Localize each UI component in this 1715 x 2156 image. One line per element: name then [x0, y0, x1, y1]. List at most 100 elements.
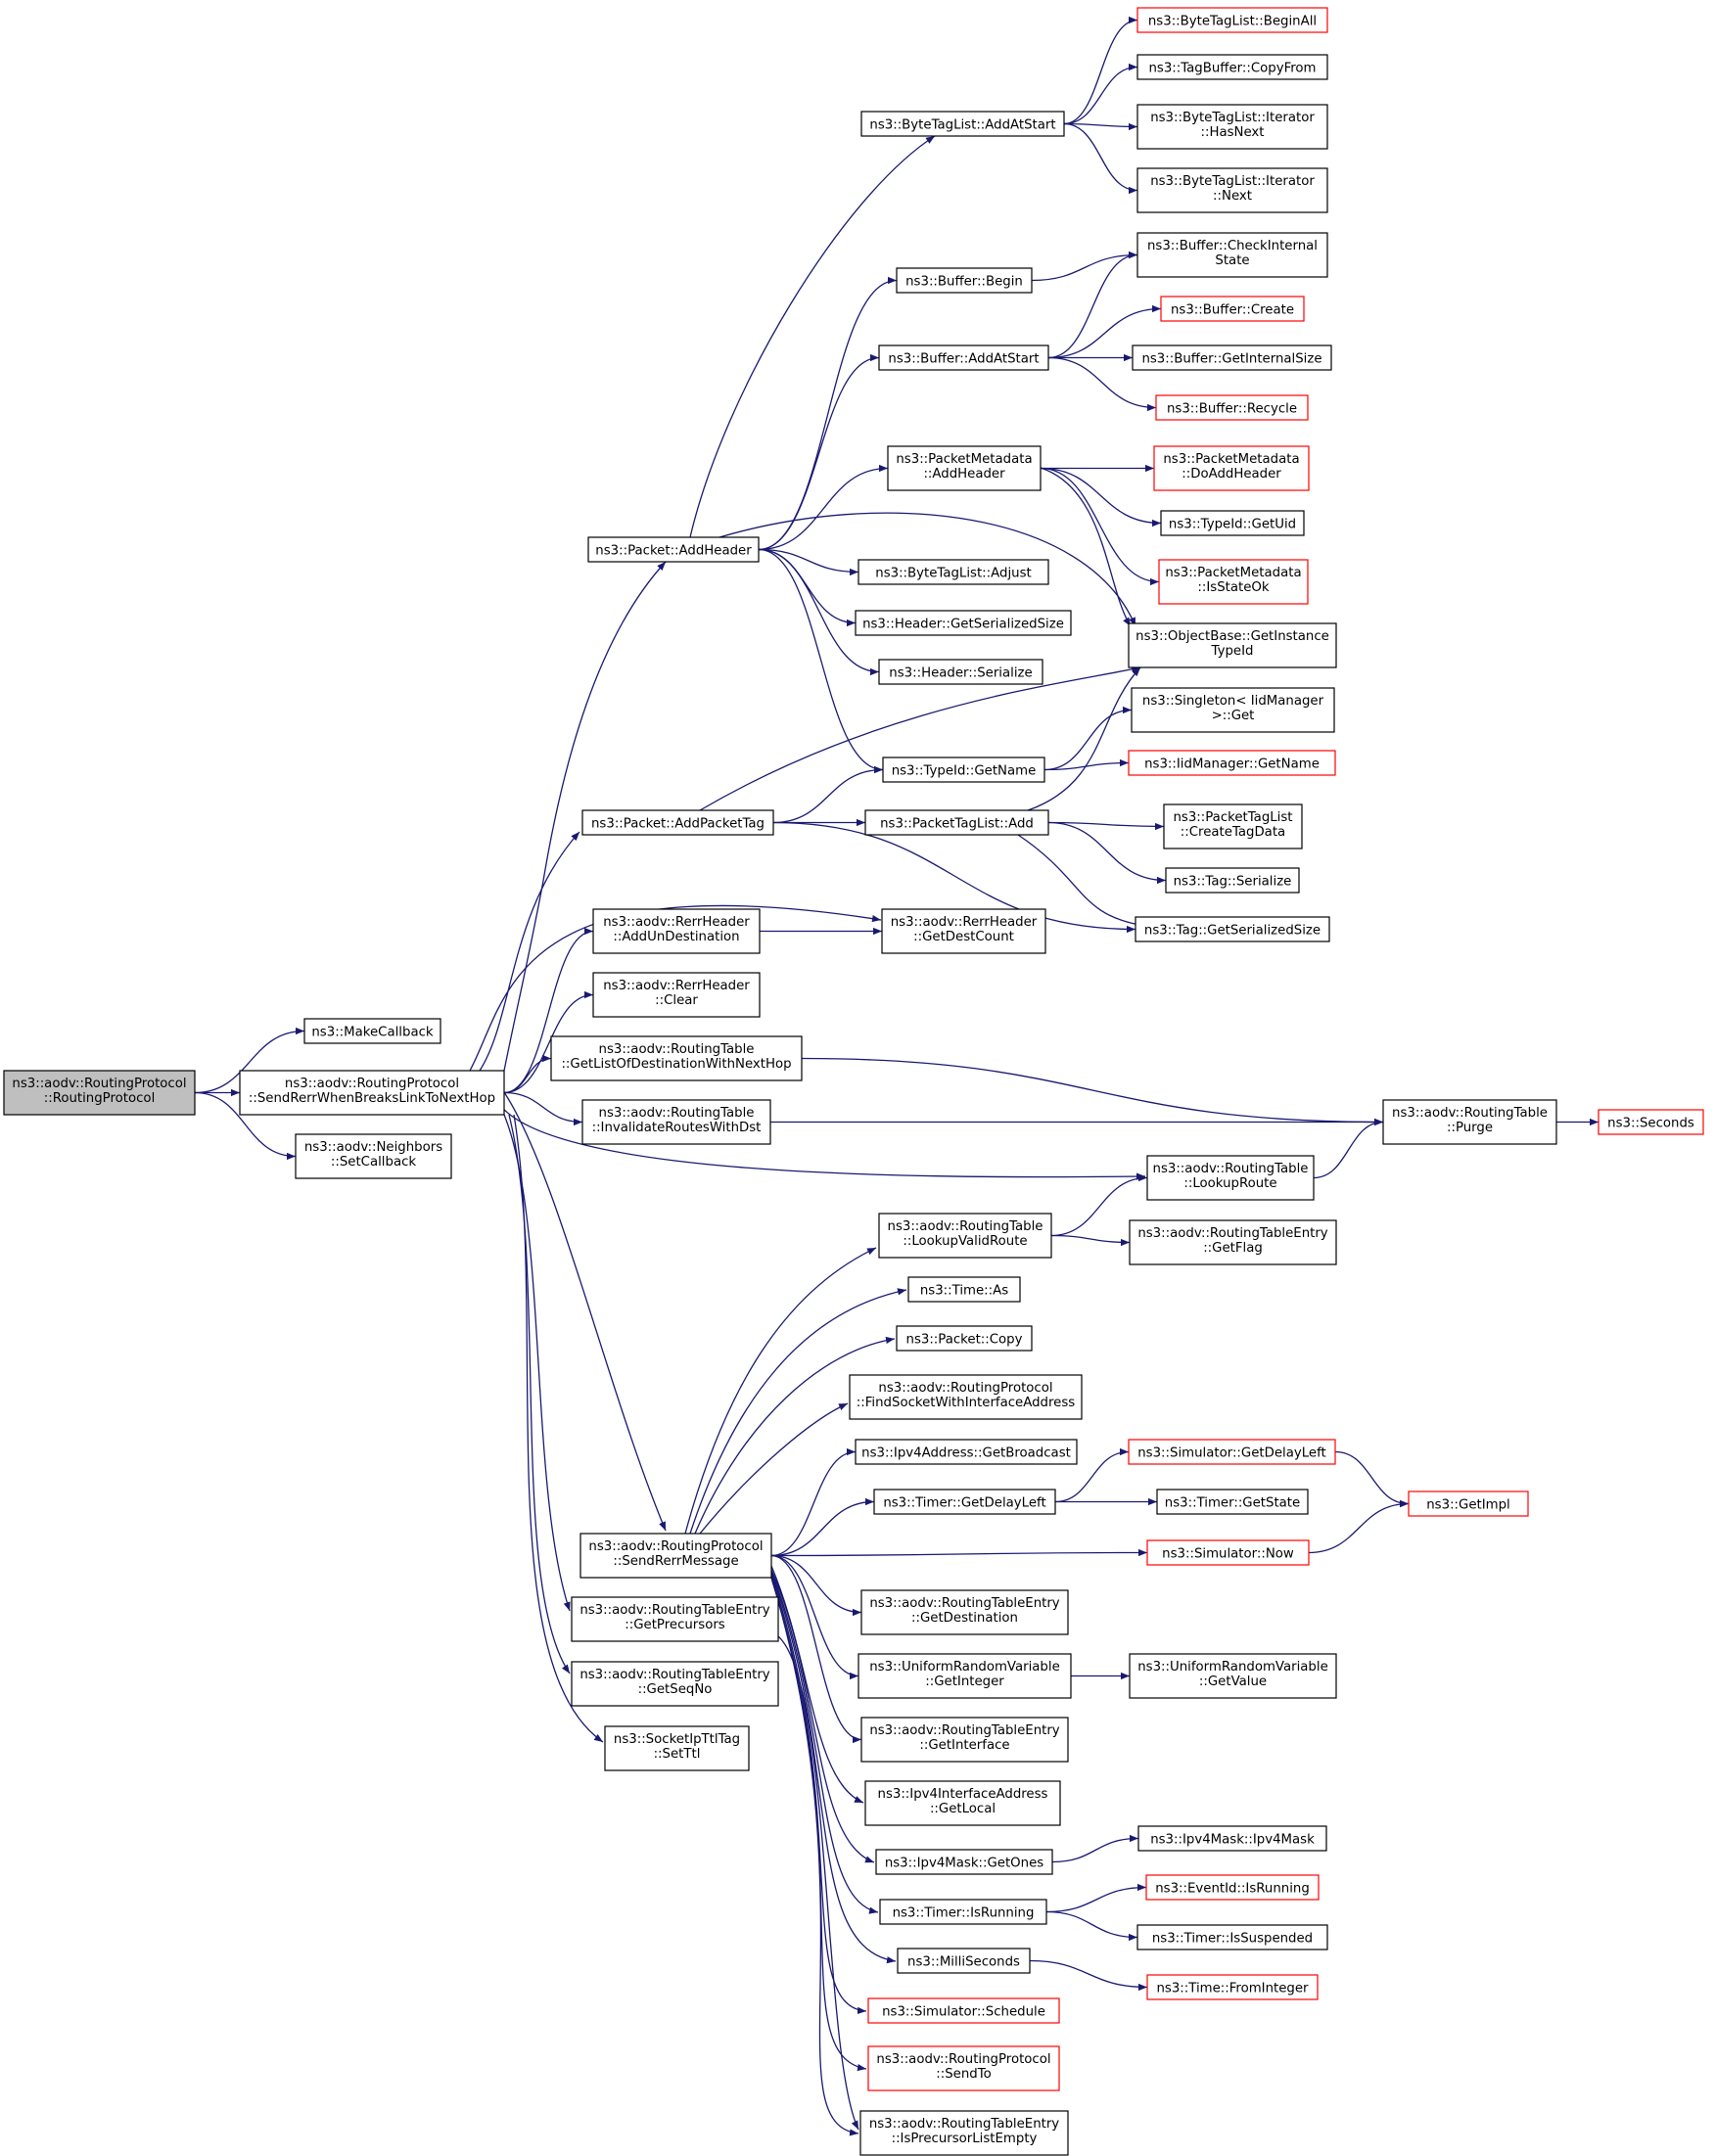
node-box: [571, 1596, 779, 1642]
node-rerr-clear[interactable]: ns3::aodv::RerrHeader::Clear: [592, 972, 761, 1018]
node-pm-doaddheader[interactable]: ns3::PacketMetadata::DoAddHeader: [1153, 445, 1310, 491]
node-label: ::GetInterface: [919, 1738, 1009, 1753]
node-rte-getiface[interactable]: ns3::aodv::RoutingTableEntry::GetInterfa…: [860, 1717, 1069, 1763]
node-sim-now[interactable]: ns3::Simulator::Now: [1146, 1539, 1310, 1566]
node-typeid-getuid[interactable]: ns3::TypeId::GetUid: [1160, 510, 1305, 536]
call-edge-pm_addheader-to-typeid_getuid: [1040, 467, 1162, 528]
node-label: ns3::Tag::Serialize: [1174, 875, 1292, 890]
node-ipv4-getbcast[interactable]: ns3::Ipv4Address::GetBroadcast: [855, 1439, 1078, 1465]
node-timer-issusp[interactable]: ns3::Timer::IsSuspended: [1136, 1924, 1328, 1950]
node-label: ns3::ByteTagList::AddAtStart: [869, 118, 1055, 133]
node-label: ns3::aodv::RoutingTableEntry: [1137, 1226, 1327, 1241]
node-label: ns3::GetImpl: [1426, 1498, 1509, 1513]
node-root[interactable]: ns3::aodv::RoutingProtocol::RoutingProto…: [3, 1070, 196, 1116]
node-rte-getflag[interactable]: ns3::aodv::RoutingTableEntry::GetFlag: [1129, 1219, 1337, 1265]
node-bt-beginall[interactable]: ns3::ByteTagList::BeginAll: [1136, 7, 1328, 33]
node-label: ns3::Timer::GetState: [1165, 1496, 1300, 1511]
node-label: ns3::PacketMetadata: [896, 452, 1032, 467]
node-urv-getval[interactable]: ns3::UniformRandomVariable::GetValue: [1129, 1653, 1337, 1699]
call-edge-millis-to-time_fromint: [1029, 1959, 1148, 1992]
node-seconds[interactable]: ns3::Seconds: [1598, 1109, 1704, 1135]
node-box: [1136, 104, 1328, 150]
node-bt-addatstart[interactable]: ns3::ByteTagList::AddAtStart: [860, 111, 1065, 137]
node-bt-adjust[interactable]: ns3::ByteTagList::Adjust: [858, 559, 1049, 585]
node-nb-setcb[interactable]: ns3::aodv::Neighbors::SetCallback: [295, 1133, 452, 1179]
node-sim-getdelayleft[interactable]: ns3::Simulator::GetDelayLeft: [1128, 1439, 1336, 1465]
node-time-fromint[interactable]: ns3::Time::FromInteger: [1146, 1974, 1319, 2000]
node-label: ns3::aodv::RoutingTableEntry: [579, 1603, 769, 1618]
node-rt-getlist[interactable]: ns3::aodv::RoutingTable::GetListOfDestin…: [550, 1035, 803, 1081]
node-label: ::LookupValidRoute: [903, 1234, 1027, 1249]
node-rt-invalidate[interactable]: ns3::aodv::RoutingTable::InvalidateRoute…: [581, 1099, 771, 1145]
node-urv-getint[interactable]: ns3::UniformRandomVariable::GetInteger: [858, 1653, 1072, 1699]
node-label: ns3::MilliSeconds: [907, 1955, 1020, 1970]
node-millis[interactable]: ns3::MilliSeconds: [897, 1948, 1031, 1974]
node-box: [882, 757, 1045, 783]
node-box: [239, 1070, 505, 1116]
node-singleton-get[interactable]: ns3::Singleton< IidManager>::Get: [1131, 687, 1335, 733]
node-evt-isrunning[interactable]: ns3::EventId::IsRunning: [1145, 1874, 1320, 1901]
node-rerr-adddest[interactable]: ns3::aodv::RerrHeader::AddUnDestination: [592, 908, 761, 954]
call-edge-timer_isrunning-to-timer_issusp: [1045, 1910, 1138, 1942]
node-pm-addheader[interactable]: ns3::PacketMetadata::AddHeader: [887, 445, 1042, 491]
node-tag-getsersize[interactable]: ns3::Tag::GetSerializedSize: [1135, 916, 1330, 942]
node-getimpl[interactable]: ns3::GetImpl: [1408, 1491, 1529, 1517]
node-buf-recycle[interactable]: ns3::Buffer::Recycle: [1155, 394, 1309, 421]
node-timer-isrunning[interactable]: ns3::Timer::IsRunning: [879, 1899, 1047, 1925]
node-rp-findsocket[interactable]: ns3::aodv::RoutingProtocol::FindSocketWi…: [849, 1374, 1083, 1420]
node-buf-begin[interactable]: ns3::Buffer::Begin: [896, 267, 1033, 294]
node-timer-getdelayleft[interactable]: ns3::Timer::GetDelayLeft: [873, 1489, 1056, 1515]
node-rte-getseqno[interactable]: ns3::aodv::RoutingTableEntry::GetSeqNo: [571, 1661, 779, 1707]
node-sock-setttl[interactable]: ns3::SocketIpTtlTag::SetTtl: [604, 1725, 750, 1771]
call-edge-sim_getdelayleft-to-getimpl: [1334, 1450, 1410, 1508]
node-bt-it-hasnext[interactable]: ns3::ByteTagList::Iterator::HasNext: [1136, 104, 1328, 150]
node-rte-getprec[interactable]: ns3::aodv::RoutingTableEntry::GetPrecurs…: [571, 1596, 779, 1642]
node-ptl-add[interactable]: ns3::PacketTagList::Add: [864, 809, 1049, 836]
node-tb-copyfrom[interactable]: ns3::TagBuffer::CopyFrom: [1136, 54, 1328, 80]
node-rp-sendto[interactable]: ns3::aodv::RoutingProtocol::SendTo: [867, 2045, 1060, 2091]
node-label: ::GetFlag: [1203, 1241, 1263, 1256]
node-label: ns3::aodv::RoutingTableEntry: [579, 1668, 769, 1682]
node-bt-it-next[interactable]: ns3::ByteTagList::Iterator::Next: [1136, 167, 1328, 213]
node-rte-isprecempty[interactable]: ns3::aodv::RoutingTableEntry::IsPrecurso…: [859, 2110, 1069, 2156]
node-pkt-copy[interactable]: ns3::Packet::Copy: [896, 1325, 1033, 1352]
node-sim-schedule[interactable]: ns3::Simulator::Schedule: [867, 1997, 1060, 2024]
node-box: [855, 610, 1072, 636]
node-buf-getintsize[interactable]: ns3::Buffer::GetInternalSize: [1132, 344, 1332, 371]
node-sendrerr-nh[interactable]: ns3::aodv::RoutingProtocol::SendRerrWhen…: [239, 1070, 505, 1116]
node-rt-lookuproute[interactable]: ns3::aodv::RoutingTable::LookupRoute: [1146, 1155, 1315, 1201]
node-ipv4mask-ctor[interactable]: ns3::Ipv4Mask::Ipv4Mask: [1137, 1825, 1327, 1852]
node-ipv4mask-getones[interactable]: ns3::Ipv4Mask::GetOnes: [875, 1849, 1053, 1875]
node-rte-getdest[interactable]: ns3::aodv::RoutingTableEntry::GetDestina…: [860, 1589, 1069, 1635]
node-label: ns3::aodv::RoutingTable: [599, 1042, 755, 1057]
call-edge-rte_getprec-to-rte_isprecempty: [777, 1635, 859, 2131]
call-edge-ipv4mask_getones-to-ipv4mask_ctor: [1051, 1834, 1139, 1863]
node-rp-sendrerrmsg[interactable]: ns3::aodv::RoutingProtocol::SendRerrMess…: [579, 1533, 772, 1579]
node-box: [1131, 687, 1335, 733]
node-pkt-addpkttag[interactable]: ns3::Packet::AddPacketTag: [581, 809, 774, 836]
node-rerr-getdestcount[interactable]: ns3::aodv::RerrHeader::GetDestCount: [881, 908, 1046, 954]
node-ipv4if-getlocal[interactable]: ns3::Ipv4InterfaceAddress::GetLocal: [864, 1780, 1061, 1826]
node-box: [592, 972, 761, 1018]
call-edge-rp_sendrerrmsg-to-timer_isrunning: [770, 1571, 879, 1914]
node-box: [303, 1018, 441, 1044]
node-iid-getname[interactable]: ns3::IidManager::GetName: [1128, 750, 1336, 776]
node-box: [887, 445, 1042, 491]
node-hdr-getsersize[interactable]: ns3::Header::GetSerializedSize: [855, 610, 1072, 636]
node-makecb[interactable]: ns3::MakeCallback: [303, 1018, 441, 1044]
node-hdr-serialize[interactable]: ns3::Header::Serialize: [878, 659, 1043, 685]
node-buf-addatstart[interactable]: ns3::Buffer::AddAtStart: [878, 344, 1049, 371]
node-timer-getstate[interactable]: ns3::Timer::GetState: [1156, 1489, 1309, 1515]
node-pm-isstateok[interactable]: ns3::PacketMetadata::IsStateOk: [1158, 559, 1309, 605]
node-pkt-addheader[interactable]: ns3::Packet::AddHeader: [587, 536, 760, 563]
node-tag-serialize[interactable]: ns3::Tag::Serialize: [1165, 867, 1300, 894]
node-rt-lookupvalid[interactable]: ns3::aodv::RoutingTable::LookupValidRout…: [878, 1213, 1052, 1259]
call-edge-rp_sendrerrmsg-to-urv_getint: [770, 1554, 859, 1680]
node-buf-create[interactable]: ns3::Buffer::Create: [1160, 296, 1305, 322]
node-rt-purge[interactable]: ns3::aodv::RoutingTable::Purge: [1382, 1099, 1557, 1145]
node-ptl-createtag[interactable]: ns3::PacketTagList::CreateTagData: [1163, 803, 1303, 849]
node-typeid-getname[interactable]: ns3::TypeId::GetName: [882, 757, 1045, 783]
node-time-as[interactable]: ns3::Time::As: [907, 1276, 1021, 1303]
